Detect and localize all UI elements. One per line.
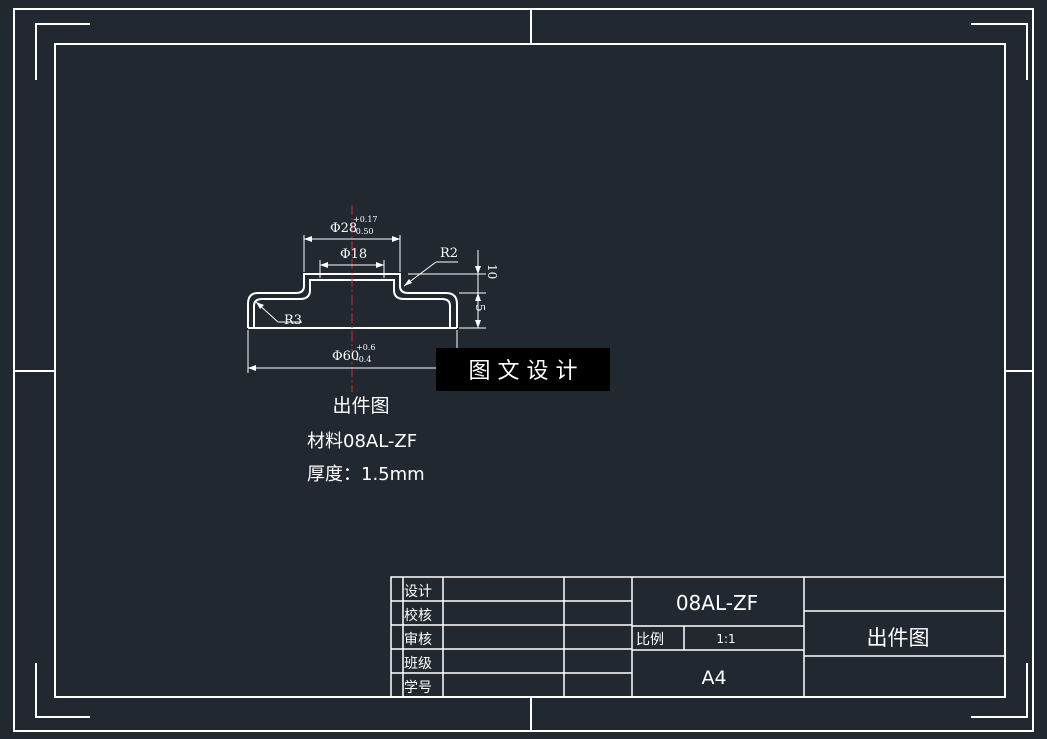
top-tol-upper: +0.17 <box>353 215 378 224</box>
top-dia-label: Φ28 <box>330 221 357 236</box>
part-notes-thickness: 厚度：1.5mm <box>307 464 425 485</box>
scale-label: 比例 <box>636 632 664 648</box>
title-block-grid <box>390 576 1006 698</box>
dimension-labels: Φ28 +0.17 -0.50 Φ18 Φ60 +0.6 -0.4 R2 R3 … <box>284 215 499 364</box>
sheet-size: A4 <box>701 667 726 689</box>
radius-large-label: R3 <box>284 313 302 328</box>
height-flange-label: 5 <box>473 304 487 312</box>
role-design: 设计 <box>404 584 432 600</box>
drawing-name: 出件图 <box>867 626 930 650</box>
watermark-text: 图 文 设 计 <box>469 359 578 384</box>
role-review: 审核 <box>404 632 432 648</box>
title-block-text: 设计 校核 审核 班级 学号 08AL-ZF 比例 1:1 A4 出件图 <box>404 584 930 696</box>
inner-dia-label: Φ18 <box>340 247 367 262</box>
top-tol-lower: -0.50 <box>353 227 374 236</box>
role-student-id: 学号 <box>404 680 432 696</box>
outer-dia-label: Φ60 <box>332 349 359 364</box>
part-notes-material: 材料08AL-ZF <box>307 431 417 452</box>
radius-small-label: R2 <box>440 246 458 261</box>
scale-value: 1:1 <box>716 632 735 646</box>
watermark-box <box>436 348 610 391</box>
role-class: 班级 <box>404 656 432 672</box>
title-block-material: 08AL-ZF <box>676 591 758 615</box>
role-check: 校核 <box>404 607 432 624</box>
part-notes-title: 出件图 <box>332 395 389 417</box>
outer-tol-lower: -0.4 <box>356 355 371 364</box>
height-total-label: 10 <box>485 264 499 279</box>
outer-tol-upper: +0.6 <box>356 343 375 352</box>
part-notes: 出件图 材料08AL-ZF 厚度：1.5mm <box>307 395 425 485</box>
